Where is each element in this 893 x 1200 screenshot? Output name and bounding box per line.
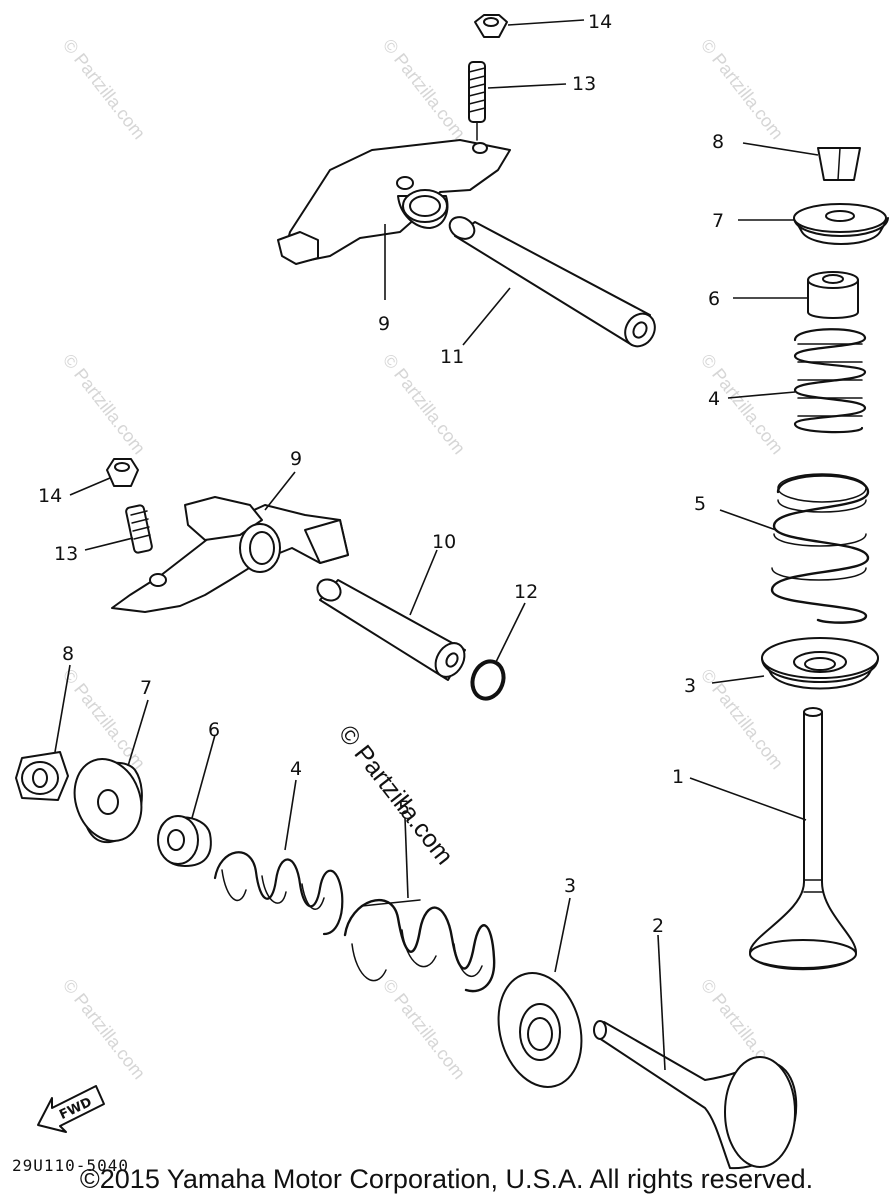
callout-9-left: 9 — [290, 448, 302, 470]
part-8-collet-right — [817, 147, 861, 181]
watermark-1: © Partzilla.com — [59, 35, 149, 143]
watermark-3: © Partzilla.com — [697, 35, 787, 143]
top-rocker-assembly — [277, 14, 656, 348]
part-3-seat-right — [761, 637, 879, 690]
callout-5-right: 5 — [694, 493, 706, 515]
callout-7-right: 7 — [712, 210, 724, 232]
part-9-rocker-arm-left — [111, 496, 349, 613]
part-9-rocker-arm-top — [277, 139, 511, 265]
part-7-retainer-lower — [73, 758, 143, 844]
watermark-8: © Partzilla.com — [697, 665, 787, 773]
part-14-nut-top — [474, 14, 508, 38]
part-10-rocker-shaft-left — [316, 578, 466, 681]
part-14-nut-left — [106, 458, 139, 487]
callout-3-lower: 3 — [564, 875, 576, 897]
part-2-valve-lower — [593, 1020, 798, 1170]
watermark-2: © Partzilla.com — [379, 35, 469, 143]
callout-4-lower: 4 — [290, 758, 302, 780]
watermark-4: © Partzilla.com — [59, 350, 149, 458]
part-1-valve-right — [749, 707, 857, 971]
part-8-collet-lower — [15, 751, 69, 801]
part-4-inner-spring-lower — [213, 851, 344, 936]
part-5-outer-spring-right — [770, 473, 870, 624]
callout-5-lower: 5 — [398, 797, 410, 819]
part-3-seat-lower — [497, 972, 583, 1088]
copyright-notice: ©2015 Yamaha Motor Corporation, U.S.A. A… — [79, 1164, 814, 1194]
callout-7-lower: 7 — [140, 677, 152, 699]
callout-6-lower: 6 — [208, 719, 220, 741]
callout-9-top: 9 — [378, 313, 390, 335]
callout-13-top: 13 — [572, 73, 596, 95]
callout-2: 2 — [652, 915, 664, 937]
fwd-arrow-icon: FWD — [37, 1085, 105, 1133]
part-13-screw-top — [468, 61, 486, 141]
callout-4-right: 4 — [708, 388, 720, 410]
callout-8-right: 8 — [712, 131, 724, 153]
part-11-rocker-shaft-top — [448, 216, 656, 348]
middle-rocker-assembly — [106, 458, 506, 701]
watermark-9: © Partzilla.com — [59, 975, 149, 1083]
leader-lines — [54, 19, 819, 1071]
part-6-stem-seal-lower — [157, 815, 212, 867]
watermark-7: © Partzilla.com — [59, 665, 149, 773]
part-5-outer-spring-lower — [343, 898, 496, 993]
callout-12: 12 — [514, 581, 538, 603]
callout-14-left: 14 — [38, 485, 62, 507]
part-7-retainer-right — [793, 203, 889, 245]
callout-13-left: 13 — [54, 543, 78, 565]
part-4-inner-spring-right — [793, 328, 867, 434]
callout-11: 11 — [440, 346, 464, 368]
callout-8-lower: 8 — [62, 643, 74, 665]
callout-6-right: 6 — [708, 288, 720, 310]
part-12-o-ring — [470, 659, 506, 701]
callout-3-right: 3 — [684, 675, 696, 697]
diagram-code: 29U110-5040 — [12, 1156, 129, 1175]
callout-10: 10 — [432, 531, 456, 553]
lower-valve-stack — [15, 751, 798, 1170]
part-13-screw-left — [125, 504, 153, 554]
callout-labels: 14 13 8 7 6 4 5 3 1 9 11 9 10 12 14 13 8… — [38, 11, 724, 937]
part-6-stem-seal-right — [807, 271, 859, 319]
right-valve-stack — [749, 147, 889, 971]
watermark-10: © Partzilla.com — [379, 975, 469, 1083]
callout-1: 1 — [672, 766, 684, 788]
callout-14-top: 14 — [588, 11, 612, 33]
